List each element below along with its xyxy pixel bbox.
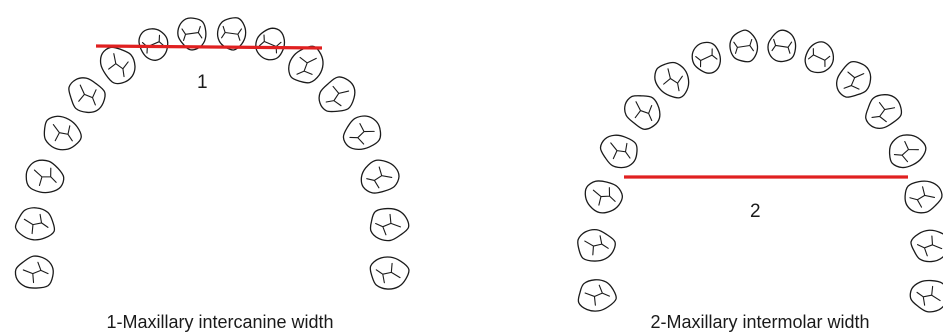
tooth-molar [904, 180, 943, 214]
tooth-molar [360, 159, 400, 194]
tooth-molar [599, 134, 638, 169]
maxillary-arch-intercanine [14, 17, 410, 290]
tooth-molar [888, 134, 927, 169]
tooth-molar [288, 45, 324, 84]
tooth-premolar [804, 41, 835, 74]
tooth-molar [14, 255, 54, 289]
tooth-molar [369, 207, 410, 242]
tooth-molar [836, 60, 872, 98]
tooth-premolar [691, 41, 722, 74]
tooth-molar [369, 256, 410, 290]
tooth-molar [577, 279, 617, 312]
caption-intermolar-width: 2-Maxillary intermolar width [650, 312, 869, 332]
maxillary-arch-intermolar [577, 29, 943, 313]
tooth-molar [14, 207, 56, 241]
tooth-molar [909, 279, 943, 313]
tooth-premolar [138, 28, 169, 61]
tooth-molar [624, 95, 661, 130]
tooth-molar [25, 159, 65, 194]
tooth-premolar [729, 29, 759, 63]
tooth-molar [342, 115, 382, 151]
tooth-premolar [767, 29, 797, 63]
intercanine-width-line [95, 44, 323, 50]
tooth-molar [43, 115, 82, 151]
caption-intercanine-width: 1-Maxillary intercanine width [106, 312, 333, 332]
tooth-molar [584, 180, 624, 214]
measurement-number-1: 1 [197, 72, 208, 93]
tooth-molar [318, 76, 356, 113]
tooth-premolar [255, 27, 286, 61]
tooth-molar [654, 61, 690, 99]
tooth-molar [68, 77, 106, 114]
tooth-molar [577, 228, 616, 262]
measurement-number-2: 2 [750, 201, 761, 222]
tooth-molar [910, 229, 943, 263]
tooth-premolar [216, 17, 247, 51]
tooth-premolar [177, 17, 207, 51]
tooth-molar [865, 94, 903, 129]
